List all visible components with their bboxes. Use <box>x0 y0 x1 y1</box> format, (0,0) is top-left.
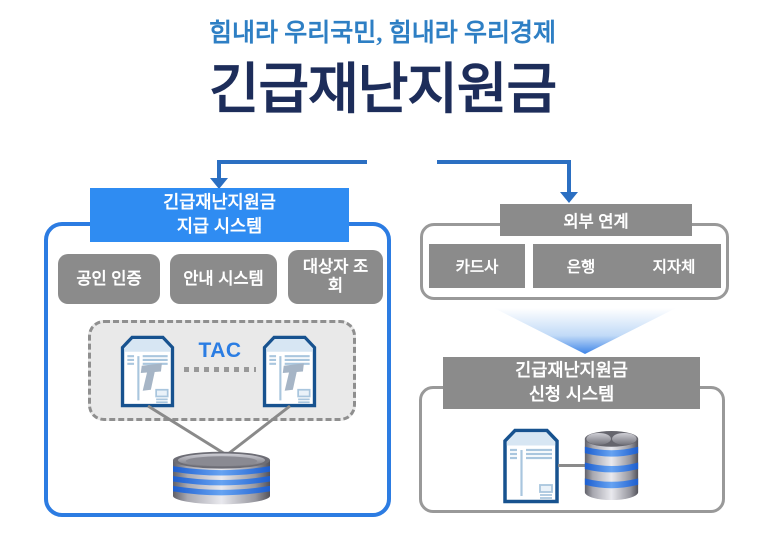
external-link-header: 외부 연계 <box>500 204 692 236</box>
payment-system-title-line2: 지급 시스템 <box>176 216 263 236</box>
page-title: 긴급재난지원금 <box>208 58 557 120</box>
tac-dotted-link <box>184 367 256 372</box>
down-arrow-icon <box>560 192 578 203</box>
module-certified-auth: 공인 인증 <box>58 254 160 304</box>
module-recipient-lookup: 대상자 조회 <box>288 250 383 304</box>
left-arrow-horizontal <box>217 160 367 164</box>
database-icon <box>583 429 640 504</box>
partner-bank: 은행 <box>533 244 629 288</box>
right-arrow-vertical <box>567 160 571 193</box>
partner-card-company: 카드사 <box>429 244 525 288</box>
doc-db-connector <box>558 464 586 467</box>
database-connector-lines <box>147 404 291 456</box>
tac-document-icon <box>119 335 176 408</box>
right-arrow-horizontal <box>437 160 571 164</box>
payment-system-header: 긴급재난지원금 지급 시스템 <box>90 188 349 242</box>
down-arrow-icon <box>210 178 228 189</box>
tac-label: TAC <box>198 339 242 362</box>
tac-document-icon <box>261 335 318 408</box>
chevron-down-gradient-icon <box>494 308 676 354</box>
document-icon <box>502 427 560 505</box>
database-icon <box>172 450 271 506</box>
application-system-title-line1: 긴급재난지원금 <box>515 360 628 381</box>
module-guide-system: 안내 시스템 <box>170 254 277 304</box>
application-system-header: 긴급재난지원금 신청 시스템 <box>443 357 700 409</box>
campaign-slogan: 힘내라 우리국민, 힘내라 우리경제 <box>208 20 556 47</box>
left-arrow-vertical <box>217 160 221 179</box>
payment-system-title-line1: 긴급재난지원금 <box>163 192 276 213</box>
application-system-title-line2: 신청 시스템 <box>528 384 615 404</box>
partner-local-government: 지자체 <box>627 244 721 288</box>
